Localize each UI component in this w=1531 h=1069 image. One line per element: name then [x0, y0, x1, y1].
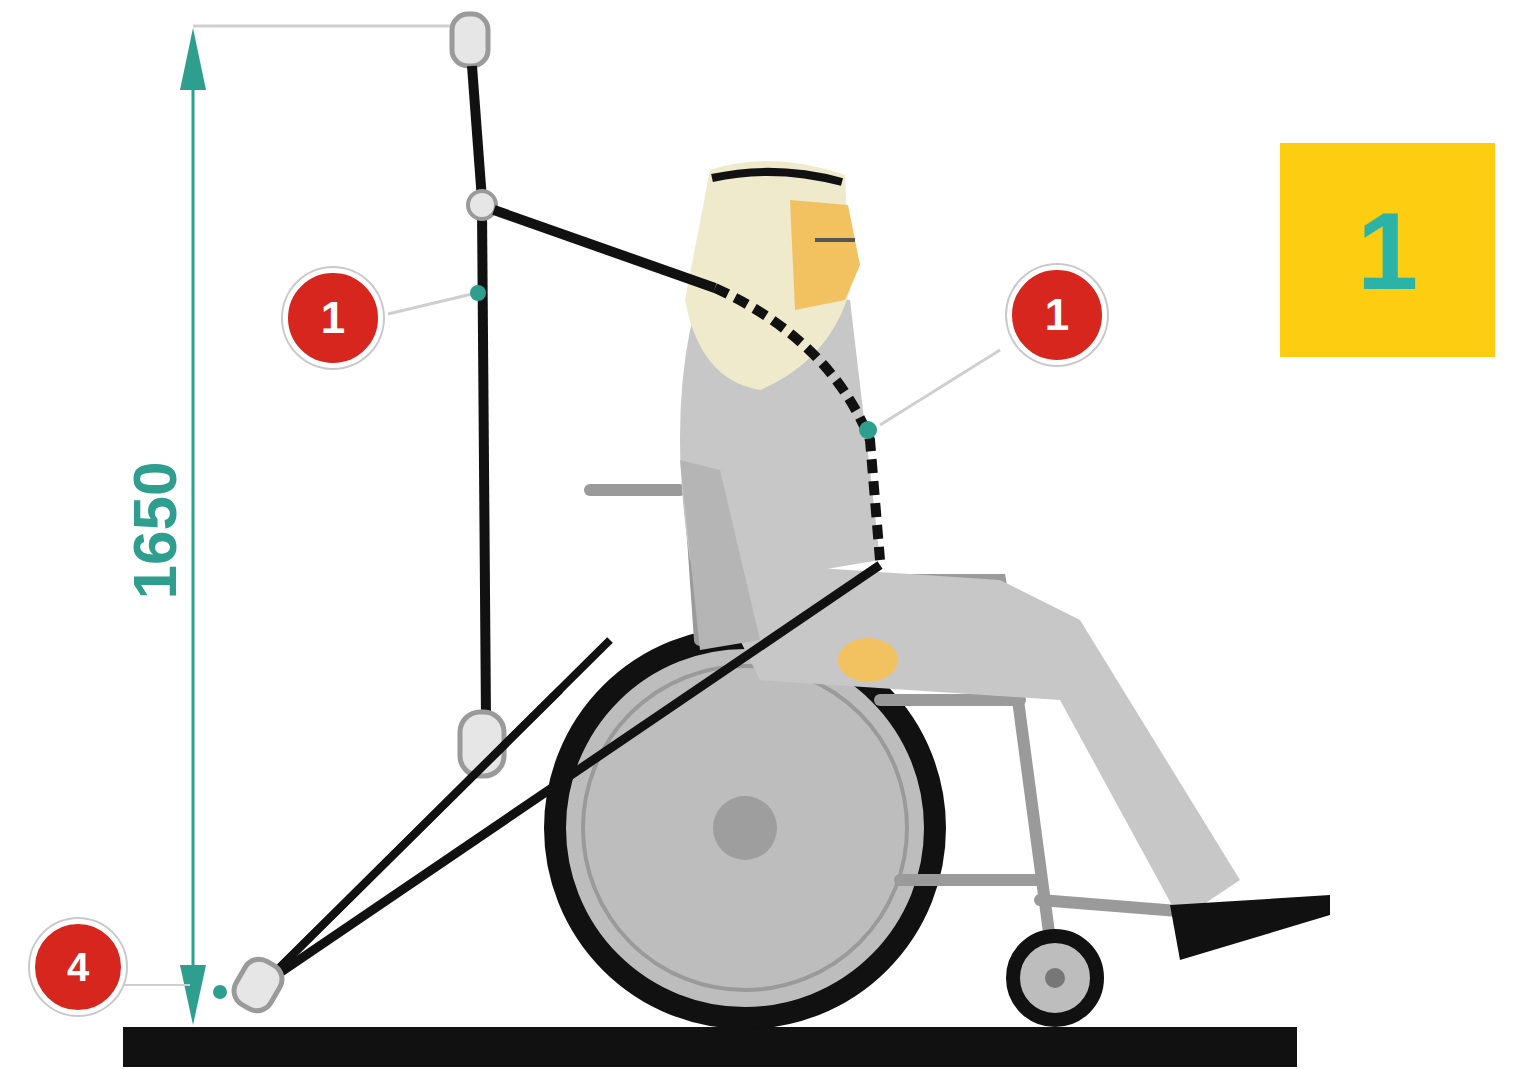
person: [680, 161, 1330, 960]
callout-number: 4: [30, 919, 126, 1015]
callout-dot: [470, 285, 486, 301]
callout-dot: [859, 421, 877, 439]
node-text: 4: [67, 945, 89, 990]
caster-wheel: [1013, 936, 1097, 1020]
leader-line: [388, 294, 472, 314]
callout-number: 1: [283, 268, 383, 368]
callout-number: 1: [1007, 265, 1107, 365]
node-text: 1: [321, 293, 345, 343]
figure-number-box: 1: [1280, 143, 1495, 357]
node-text: 1: [1045, 290, 1069, 340]
floor: [123, 1027, 1297, 1067]
extension-line: [193, 25, 450, 28]
leader-line: [880, 350, 1000, 425]
arrowhead: [180, 965, 206, 1025]
dimension-line: [192, 60, 195, 990]
caster-hub: [1045, 968, 1065, 988]
node-text: 1: [1357, 187, 1418, 314]
tie-down-strap: [213, 14, 880, 1017]
hub: [713, 796, 777, 860]
arrowhead: [180, 28, 206, 90]
dimension-value: 1650: [120, 461, 191, 599]
hand-rim: [583, 666, 907, 990]
leader-line: [120, 984, 190, 986]
